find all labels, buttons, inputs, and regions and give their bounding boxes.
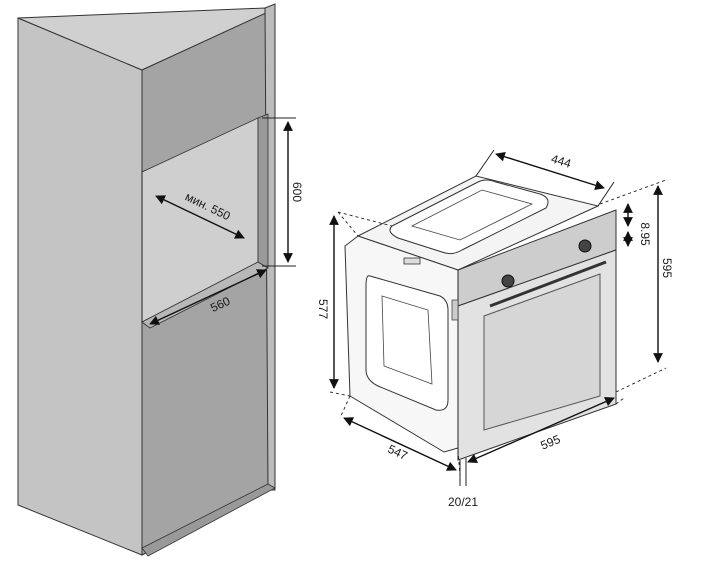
oven-top-depth-label: 444 [550, 152, 574, 171]
oven-left-knob [501, 274, 515, 288]
oven-side-recess [365, 275, 449, 411]
oven-front-height-dimension: 595 [599, 179, 674, 393]
oven-side-height-dimension: 577 [316, 211, 393, 397]
oven-door-glass [483, 273, 601, 431]
oven-offset-dimension: 20/21 [448, 458, 478, 509]
oven-top-recess [389, 179, 549, 255]
oven-side-height-label: 577 [316, 299, 330, 319]
cabinet-plinth [141, 483, 276, 557]
oven-offset-label: 20/21 [448, 495, 478, 509]
oven-panel-label: 8.95 [638, 222, 652, 246]
oven-front-width-label: 595 [538, 432, 562, 453]
oven-top-depth-dimension: 444 [475, 149, 615, 207]
tall-cabinet [17, 3, 276, 557]
oven-front-height-label: 595 [660, 258, 674, 278]
niche-inner-wall [257, 113, 269, 269]
oven [344, 175, 617, 461]
cabinet-height-label: 600 [290, 182, 304, 202]
oven-panel-dimension: 8.95 [623, 203, 652, 247]
oven-right-knob [578, 239, 592, 253]
oven-body-depth-label: 547 [386, 442, 410, 463]
cabinet-height-dimension: 600 [262, 117, 304, 267]
oven-door-handle [489, 260, 607, 308]
cabinet-side-panel [17, 17, 143, 556]
